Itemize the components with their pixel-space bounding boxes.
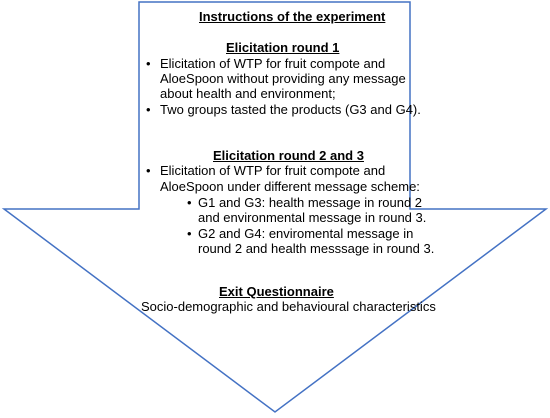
round1-bullet-1-line-1: Elicitation of WTP for fruit compote and [160,56,386,71]
round1-bullet-2-line-1: Two groups tasted the products (G3 and G… [160,102,421,117]
round23-sub-2-line-1: G2 and G4: enviromental message in [198,226,414,241]
round23-sub-2-line-2: round 2 and health messsage in round 3. [198,241,435,256]
round23-sub-1-line-2: and environmental message in round 3. [198,210,427,225]
exit-heading: Exit Questionnaire [219,284,334,299]
round23-heading: Elicitation round 2 and 3 [213,148,364,163]
diagram-title: Instructions of the experiment [199,9,386,24]
round23-bullet-1-line-2: AloeSpoon under different message scheme… [160,179,420,194]
round23-sub-bullet-1: • [187,195,192,210]
round23-sub-1-line-1: G1 and G3: health message in round 2 [198,195,423,210]
exit-description: Socio-demographic and behavioural charac… [141,299,436,314]
round23-bullet-1: • [146,163,151,178]
round23-sub-bullet-2: • [187,226,192,241]
round1-bullet-1: • [146,56,151,71]
round1-bullet-1-line-3: about health and environment; [160,86,336,101]
round1-heading: Elicitation round 1 [226,40,340,55]
round1-bullet-1-line-2: AloeSpoon without providing any message [160,71,406,86]
round23-bullet-1-line-1: Elicitation of WTP for fruit compote and [160,163,386,178]
round1-bullet-2: • [146,102,151,117]
